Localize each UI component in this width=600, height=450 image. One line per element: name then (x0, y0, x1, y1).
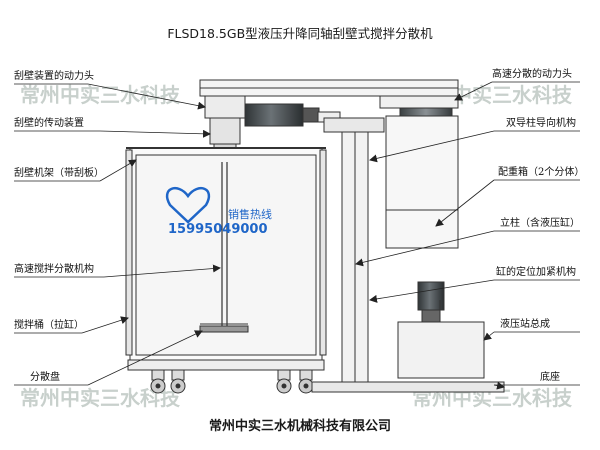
counterweight-box (385, 115, 459, 249)
label-scraper-drive: 刮壁的传动装置 (14, 116, 84, 129)
label-positioning: 缸的定位加紧机构 (496, 265, 576, 278)
label-column: 立柱（含液压缸） (500, 216, 580, 229)
sales-hotline-label: 销售热线 (228, 207, 272, 221)
watermark-top-left: 常州中实三水科技 (20, 83, 181, 107)
label-hydraulic-station: 液压站总成 (500, 317, 550, 330)
tank-wheels (150, 369, 314, 394)
hydraulic-station (397, 321, 485, 379)
machine-drawing (125, 79, 505, 394)
label-scraper-power-head: 刮壁装置的动力头 (14, 69, 94, 82)
label-scraper-frame: 刮壁机架（带刮板） (14, 166, 104, 179)
diagram-title: FLSD18.5GB型液压升降同轴刮壁式搅拌分散机 (167, 26, 433, 41)
heart-logo-icon (165, 186, 211, 224)
machine-base (311, 381, 505, 393)
label-counterweight: 配重箱（2个分体） (498, 165, 584, 178)
label-high-speed-mixer: 高速搅拌分散机构 (14, 262, 94, 275)
right-callouts: 高速分散的动力头 双导柱导向机构 配重箱（2个分体） 立柱（含液压缸） 缸的定位… (355, 67, 584, 390)
label-base: 底座 (540, 370, 560, 383)
company-footer: 常州中实三水机械科技有限公司 (209, 418, 391, 434)
label-disperser-power-head: 高速分散的动力头 (492, 67, 572, 80)
scraper-motor (244, 103, 304, 127)
label-mixing-tank: 搅拌桶（拉缸） (14, 318, 84, 331)
sales-hotline-badge: 销售热线 15995049000 (165, 186, 272, 237)
label-disperser-disc: 分散盘 (30, 370, 60, 383)
sales-hotline-phone: 15995049000 (168, 222, 268, 237)
label-dual-guide: 双导柱导向机构 (506, 116, 576, 129)
left-callouts: 刮壁装置的动力头 刮壁的传动装置 刮壁机架（带刮板） 高速搅拌分散机构 搅拌桶（… (14, 69, 221, 386)
